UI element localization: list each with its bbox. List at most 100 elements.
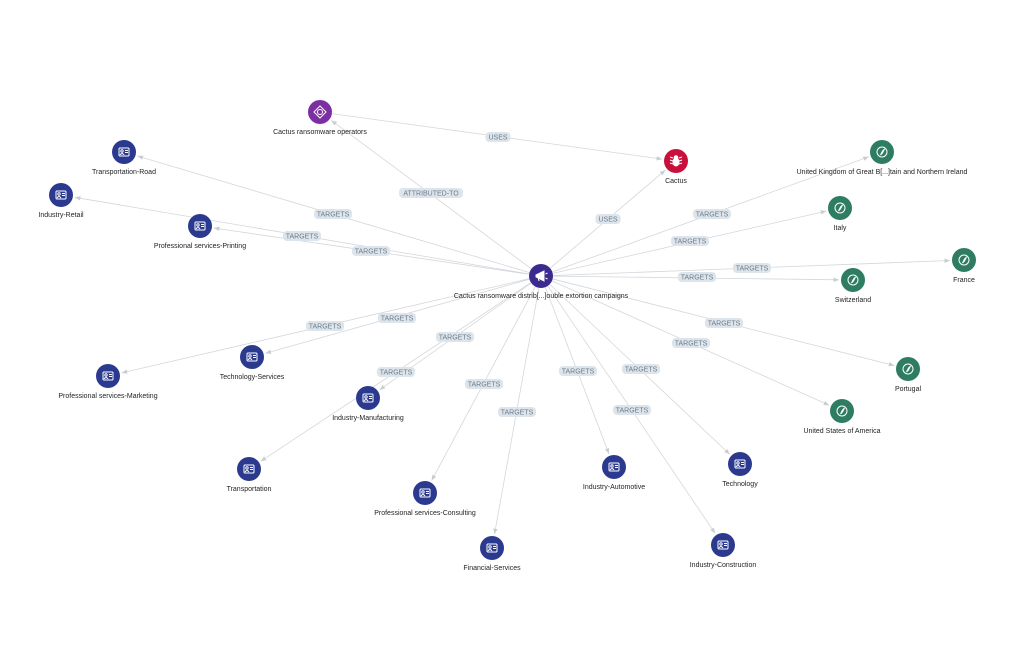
edge-label-operators-cactus: USES — [485, 132, 511, 142]
edge-label-campaign-transport_road: TARGETS — [313, 209, 353, 219]
node-label: Industry-Automotive — [583, 484, 645, 491]
node-retail[interactable]: Industry-Retail — [38, 183, 84, 219]
edge-label-bg — [704, 318, 744, 328]
node-circle[interactable] — [188, 214, 212, 238]
node-automotive[interactable]: Industry-Automotive — [583, 455, 645, 491]
node-portugal[interactable]: Portugal — [895, 357, 922, 393]
node-label: Transportation-Road — [92, 169, 156, 176]
edge-label-campaign-uk: TARGETS — [692, 209, 732, 219]
edge-label-bg — [612, 405, 652, 415]
edge-label-campaign-marketing: TARGETS — [305, 321, 345, 331]
edge-label-campaign-construction: TARGETS — [612, 405, 652, 415]
sector-icon — [118, 147, 130, 157]
edge-label-bg — [399, 188, 463, 198]
node-label: Transportation — [227, 486, 272, 493]
edge-label-campaign-portugal: TARGETS — [704, 318, 744, 328]
node-circle[interactable] — [112, 140, 136, 164]
node-label: Technology — [722, 481, 758, 488]
node-financial[interactable]: Financial-Services — [463, 536, 521, 572]
node-marketing[interactable]: Professional services-Marketing — [58, 364, 158, 400]
edge-label-bg — [732, 263, 772, 273]
node-label: Switzerland — [835, 297, 871, 304]
node-circle[interactable] — [96, 364, 120, 388]
node-construction[interactable]: Industry-Construction — [690, 533, 757, 569]
edge-label-text: TARGETS — [562, 369, 595, 376]
node-label: Cactus ransomware operators — [273, 129, 367, 136]
node-label: Industry-Construction — [690, 562, 757, 569]
node-circle[interactable] — [49, 183, 73, 207]
node-uk[interactable]: United Kingdom of Great B[...]tain and N… — [797, 140, 968, 176]
node-france[interactable]: France — [952, 248, 976, 284]
edge-label-campaign-france: TARGETS — [732, 263, 772, 273]
edge-label-campaign-usa: TARGETS — [671, 338, 711, 348]
flag-icon — [834, 202, 846, 214]
edge-label-text: TARGETS — [696, 212, 729, 219]
edge-label-campaign-italy: TARGETS — [670, 236, 710, 246]
node-label: United States of America — [803, 428, 880, 435]
node-circle[interactable] — [602, 455, 626, 479]
edge-label-bg — [376, 367, 416, 377]
node-circle[interactable] — [308, 100, 332, 124]
edge-label-bg — [621, 364, 661, 374]
edge-label-text: TARGETS — [309, 324, 342, 331]
node-technology[interactable]: Technology — [722, 452, 758, 488]
node-label: Professional services-Marketing — [58, 393, 157, 400]
edge-label-bg — [464, 379, 504, 389]
node-label: Professional services-Consulting — [374, 510, 476, 517]
edge-label-text: TARGETS — [675, 341, 708, 348]
node-label: Industry-Manufacturing — [332, 415, 404, 422]
node-operators[interactable]: Cactus ransomware operators — [273, 100, 367, 136]
node-circle[interactable] — [413, 481, 437, 505]
edge-label-bg — [485, 132, 511, 142]
sector-icon — [102, 371, 114, 381]
node-circle[interactable] — [237, 457, 261, 481]
node-circle[interactable] — [711, 533, 735, 557]
sector-icon — [486, 543, 498, 553]
node-switzerland[interactable]: Switzerland — [835, 268, 871, 304]
edge-label-campaign-printing: TARGETS — [351, 246, 391, 256]
node-consulting[interactable]: Professional services-Consulting — [374, 481, 476, 517]
node-label: Technology-Services — [220, 374, 285, 381]
node-circle[interactable] — [728, 452, 752, 476]
edge-label-text: TARGETS — [681, 275, 714, 282]
node-label: United Kingdom of Great B[...]tain and N… — [797, 169, 968, 176]
node-italy[interactable]: Italy — [828, 196, 852, 232]
node-printing[interactable]: Professional services-Printing — [154, 214, 246, 250]
edge-label-text: TARGETS — [439, 335, 472, 342]
node-label: France — [953, 277, 975, 284]
flag-icon — [876, 146, 888, 158]
edge-label-bg — [670, 236, 710, 246]
node-campaign[interactable]: Cactus ransomware distrib[...]ouble exto… — [454, 264, 629, 300]
node-cactus[interactable]: Cactus — [664, 149, 688, 185]
node-transportation[interactable]: Transportation — [227, 457, 272, 493]
node-label: Cactus ransomware distrib[...]ouble exto… — [454, 293, 629, 300]
node-circle[interactable] — [240, 345, 264, 369]
sector-icon — [243, 464, 255, 474]
node-label: Italy — [834, 225, 847, 232]
edge-label-text: TARGETS — [355, 249, 388, 256]
node-circle[interactable] — [356, 386, 380, 410]
edge-label-text: TARGETS — [468, 382, 501, 389]
edge-label-text: TARGETS — [625, 367, 658, 374]
sector-icon — [55, 190, 67, 200]
intrusion-set-icon — [313, 105, 327, 119]
edge-label-text: TARGETS — [616, 408, 649, 415]
node-transport_road[interactable]: Transportation-Road — [92, 140, 156, 176]
node-circle[interactable] — [480, 536, 504, 560]
edge-label-campaign-cactus: USES — [595, 214, 621, 224]
node-manufacturing[interactable]: Industry-Manufacturing — [332, 386, 404, 422]
node-tech_services[interactable]: Technology-Services — [220, 345, 285, 381]
edge-label-bg — [558, 366, 598, 376]
edge-label-text: TARGETS — [286, 234, 319, 241]
edge-label-campaign-tech_services: TARGETS — [377, 313, 417, 323]
node-usa[interactable]: United States of America — [803, 399, 881, 435]
sector-icon — [608, 462, 620, 472]
edges-layer — [74, 113, 951, 535]
edge-label-bg — [313, 209, 353, 219]
edge-label-campaign-financial: TARGETS — [497, 407, 537, 417]
edge-label-bg — [305, 321, 345, 331]
edge-label-text: USES — [488, 135, 507, 142]
node-label: Cactus — [665, 178, 687, 185]
edge-label-text: TARGETS — [317, 212, 350, 219]
